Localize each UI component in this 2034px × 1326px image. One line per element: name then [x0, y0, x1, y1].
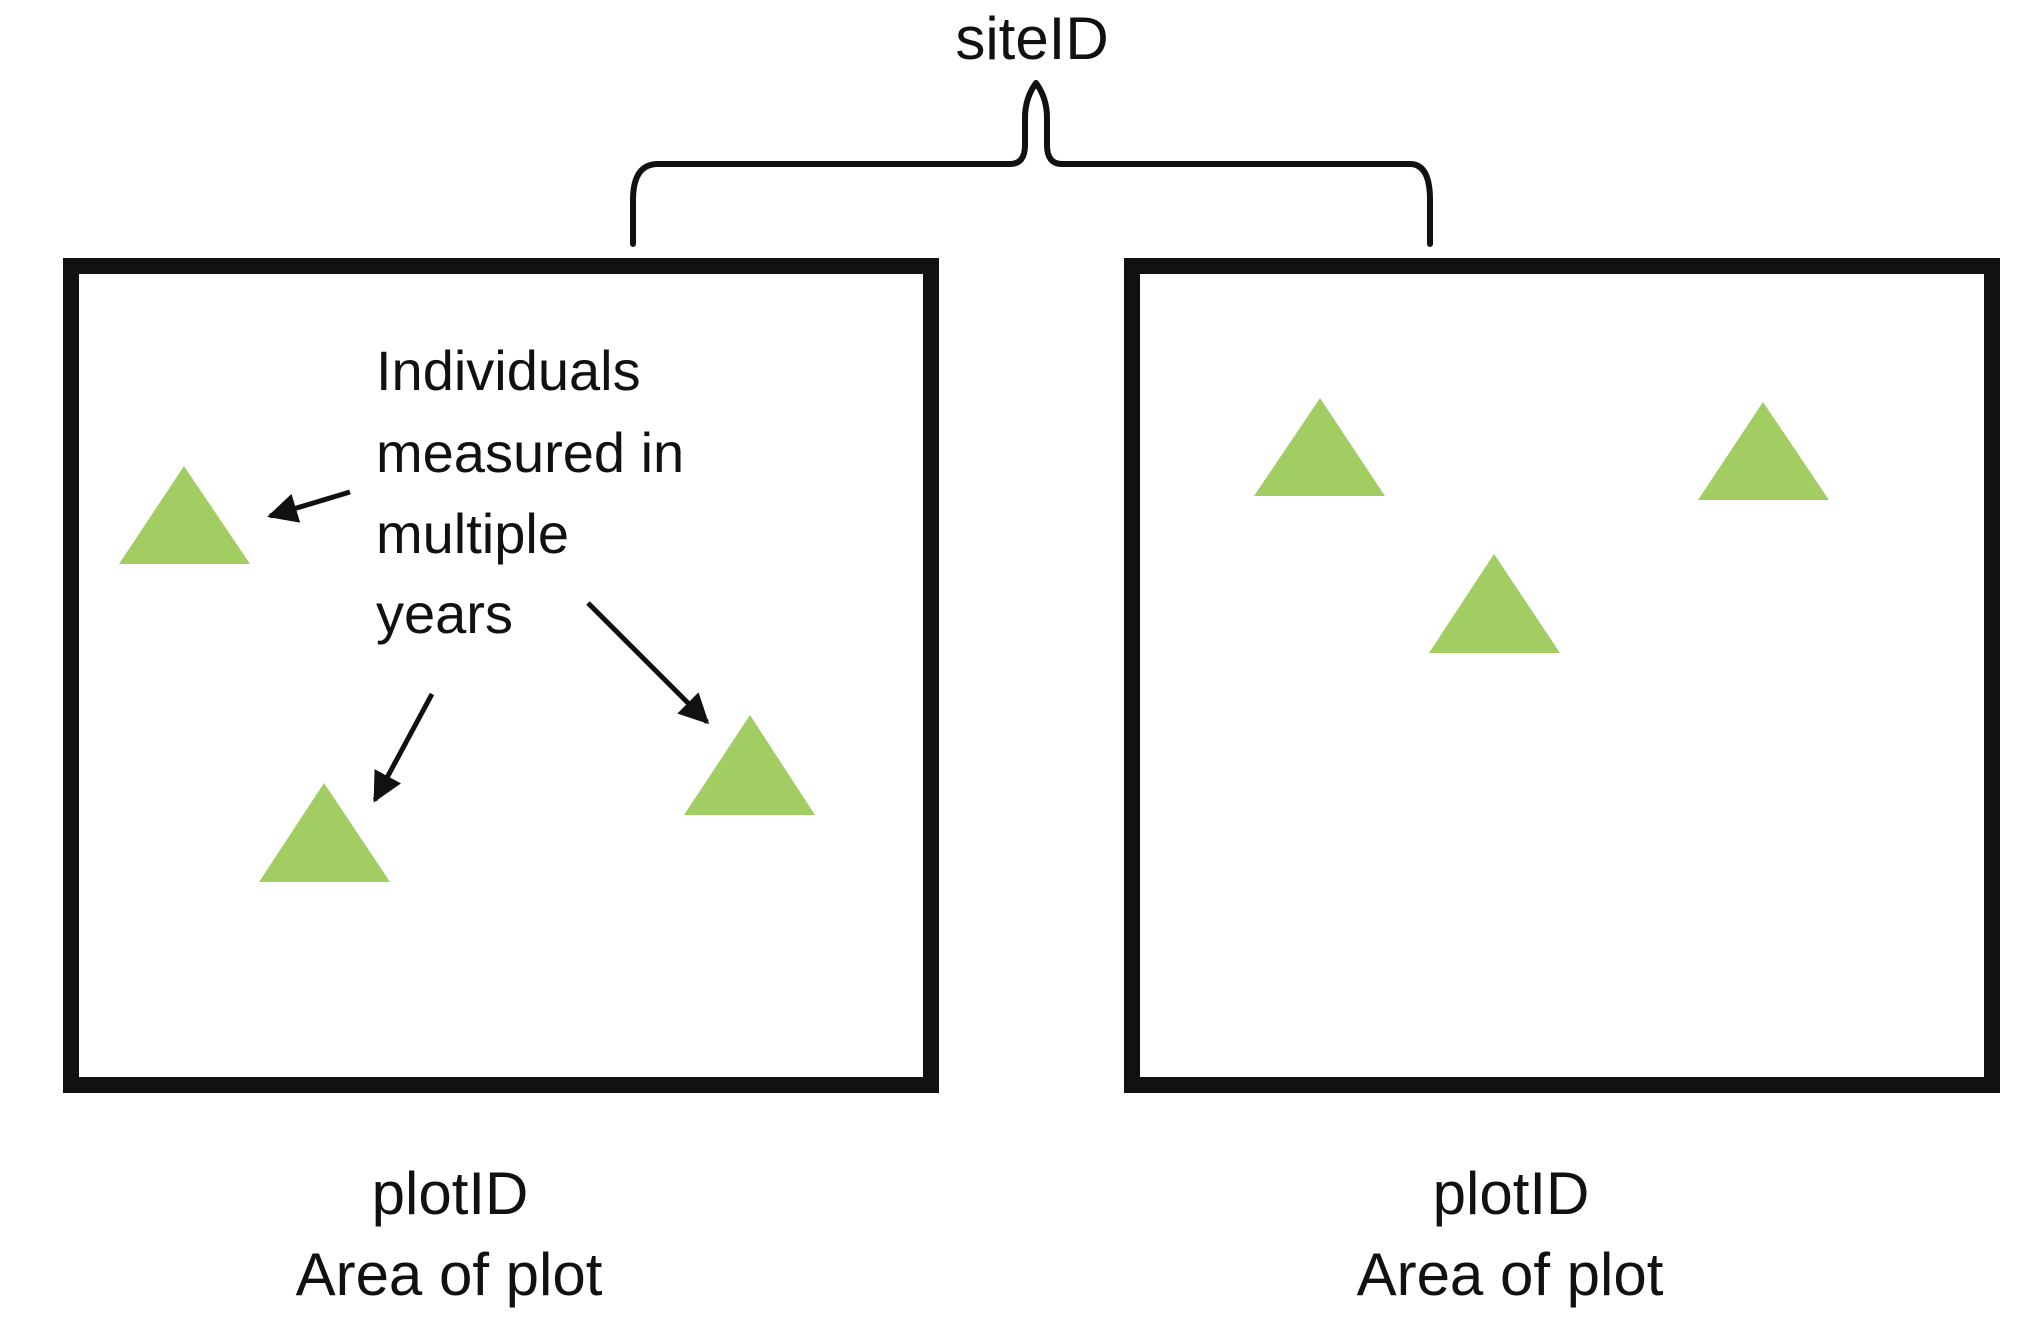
triangle-icon	[1698, 402, 1829, 500]
plot-box-2	[1124, 258, 2000, 1093]
site-label: siteID	[955, 5, 1108, 72]
arrow-icon	[267, 489, 351, 523]
plot-box-1	[63, 258, 939, 1093]
plot-2-area-label: Area of plot	[1357, 1241, 1664, 1308]
annotation-line-3: multiple	[376, 502, 569, 565]
arrow-icon	[586, 601, 710, 725]
triangle-icon	[1254, 398, 1385, 496]
site-brace-icon	[630, 80, 1433, 247]
annotation-text: Individuals measured in multiple years	[376, 339, 700, 645]
triangle-icon	[1429, 554, 1560, 653]
annotation-line-1: Individuals	[376, 339, 641, 402]
plot-2-id-label: plotID	[1433, 1160, 1590, 1227]
arrow-icon	[372, 692, 435, 803]
plot-1-area-label: Area of plot	[296, 1241, 603, 1308]
annotation-line-4: years	[376, 582, 513, 645]
triangle-icon	[259, 783, 390, 882]
triangle-icon	[119, 466, 250, 564]
plot-1-id-label: plotID	[372, 1160, 529, 1227]
triangle-icon	[684, 715, 815, 815]
annotation-line-2: measured in	[376, 421, 684, 484]
